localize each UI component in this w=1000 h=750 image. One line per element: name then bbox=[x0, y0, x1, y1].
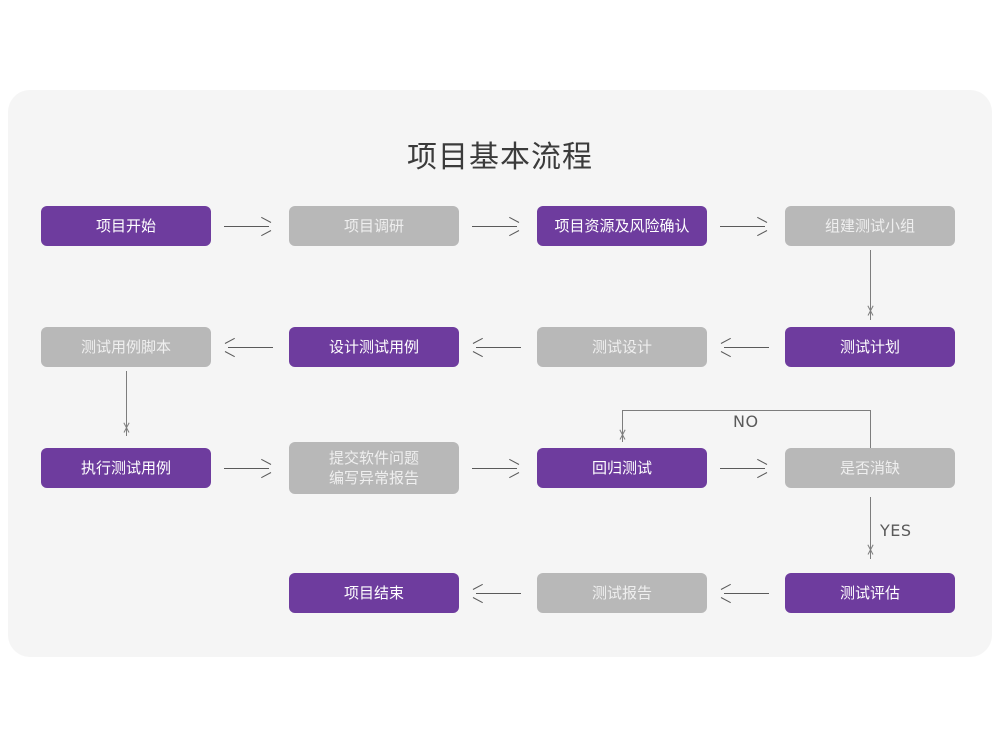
arrow-head-r2-a bbox=[224, 337, 237, 358]
arrow-head-col4-down bbox=[864, 305, 877, 323]
node-build-test-team[interactable]: 组建测试小组 bbox=[785, 206, 955, 246]
no-loop-left-vertical bbox=[622, 410, 623, 442]
arrow-head-r3-c bbox=[755, 458, 768, 479]
arrow-line-r4-b bbox=[724, 593, 769, 594]
arrow-line-col4-down bbox=[870, 250, 871, 320]
arrow-head-r1-c bbox=[755, 216, 768, 237]
node-regression-test[interactable]: 回归测试 bbox=[537, 448, 707, 488]
arrow-head-r2-b bbox=[472, 337, 485, 358]
arrow-line-r1-b bbox=[472, 226, 517, 227]
arrow-head-r4-a bbox=[472, 583, 485, 604]
edge-label-no: NO bbox=[733, 412, 759, 431]
no-loop-right-vertical bbox=[870, 410, 871, 448]
node-test-report[interactable]: 测试报告 bbox=[537, 573, 707, 613]
arrow-head-r1-b bbox=[507, 216, 520, 237]
node-test-evaluation[interactable]: 测试评估 bbox=[785, 573, 955, 613]
no-loop-arrow-head bbox=[616, 429, 629, 447]
node-project-end[interactable]: 项目结束 bbox=[289, 573, 459, 613]
node-test-plan[interactable]: 测试计划 bbox=[785, 327, 955, 367]
node-project-start[interactable]: 项目开始 bbox=[41, 206, 211, 246]
node-resource-risk[interactable]: 项目资源及风险确认 bbox=[537, 206, 707, 246]
arrow-line-r2-c bbox=[724, 347, 769, 348]
page-title: 项目基本流程 bbox=[407, 140, 593, 175]
arrow-line-r3-c bbox=[720, 468, 765, 469]
arrow-head-col1-down bbox=[120, 422, 133, 440]
yes-arrow-line bbox=[870, 497, 871, 559]
arrow-line-r2-a bbox=[228, 347, 273, 348]
arrow-line-r3-a bbox=[224, 468, 269, 469]
node-test-case-script[interactable]: 测试用例脚本 bbox=[41, 327, 211, 367]
arrow-line-r3-b bbox=[472, 468, 517, 469]
node-test-design[interactable]: 测试设计 bbox=[537, 327, 707, 367]
arrow-line-r1-c bbox=[720, 226, 765, 227]
arrow-head-r4-b bbox=[720, 583, 733, 604]
arrow-line-r4-a bbox=[476, 593, 521, 594]
arrow-line-col1-down bbox=[126, 371, 127, 436]
arrow-head-r3-a bbox=[259, 458, 272, 479]
arrow-line-r1-a bbox=[224, 226, 269, 227]
node-execute-test-case[interactable]: 执行测试用例 bbox=[41, 448, 211, 488]
node-submit-defects[interactable]: 提交软件问题 编写异常报告 bbox=[289, 442, 459, 494]
node-design-test-case[interactable]: 设计测试用例 bbox=[289, 327, 459, 367]
edge-label-yes: YES bbox=[880, 521, 912, 540]
arrow-line-r2-b bbox=[476, 347, 521, 348]
arrow-head-r3-b bbox=[507, 458, 520, 479]
arrow-head-r2-c bbox=[720, 337, 733, 358]
arrow-head-r1-a bbox=[259, 216, 272, 237]
diagram-card bbox=[8, 90, 992, 657]
node-project-research[interactable]: 项目调研 bbox=[289, 206, 459, 246]
yes-arrow-head bbox=[864, 544, 877, 562]
node-defect-resolved[interactable]: 是否消缺 bbox=[785, 448, 955, 488]
no-loop-horizontal bbox=[622, 410, 871, 411]
